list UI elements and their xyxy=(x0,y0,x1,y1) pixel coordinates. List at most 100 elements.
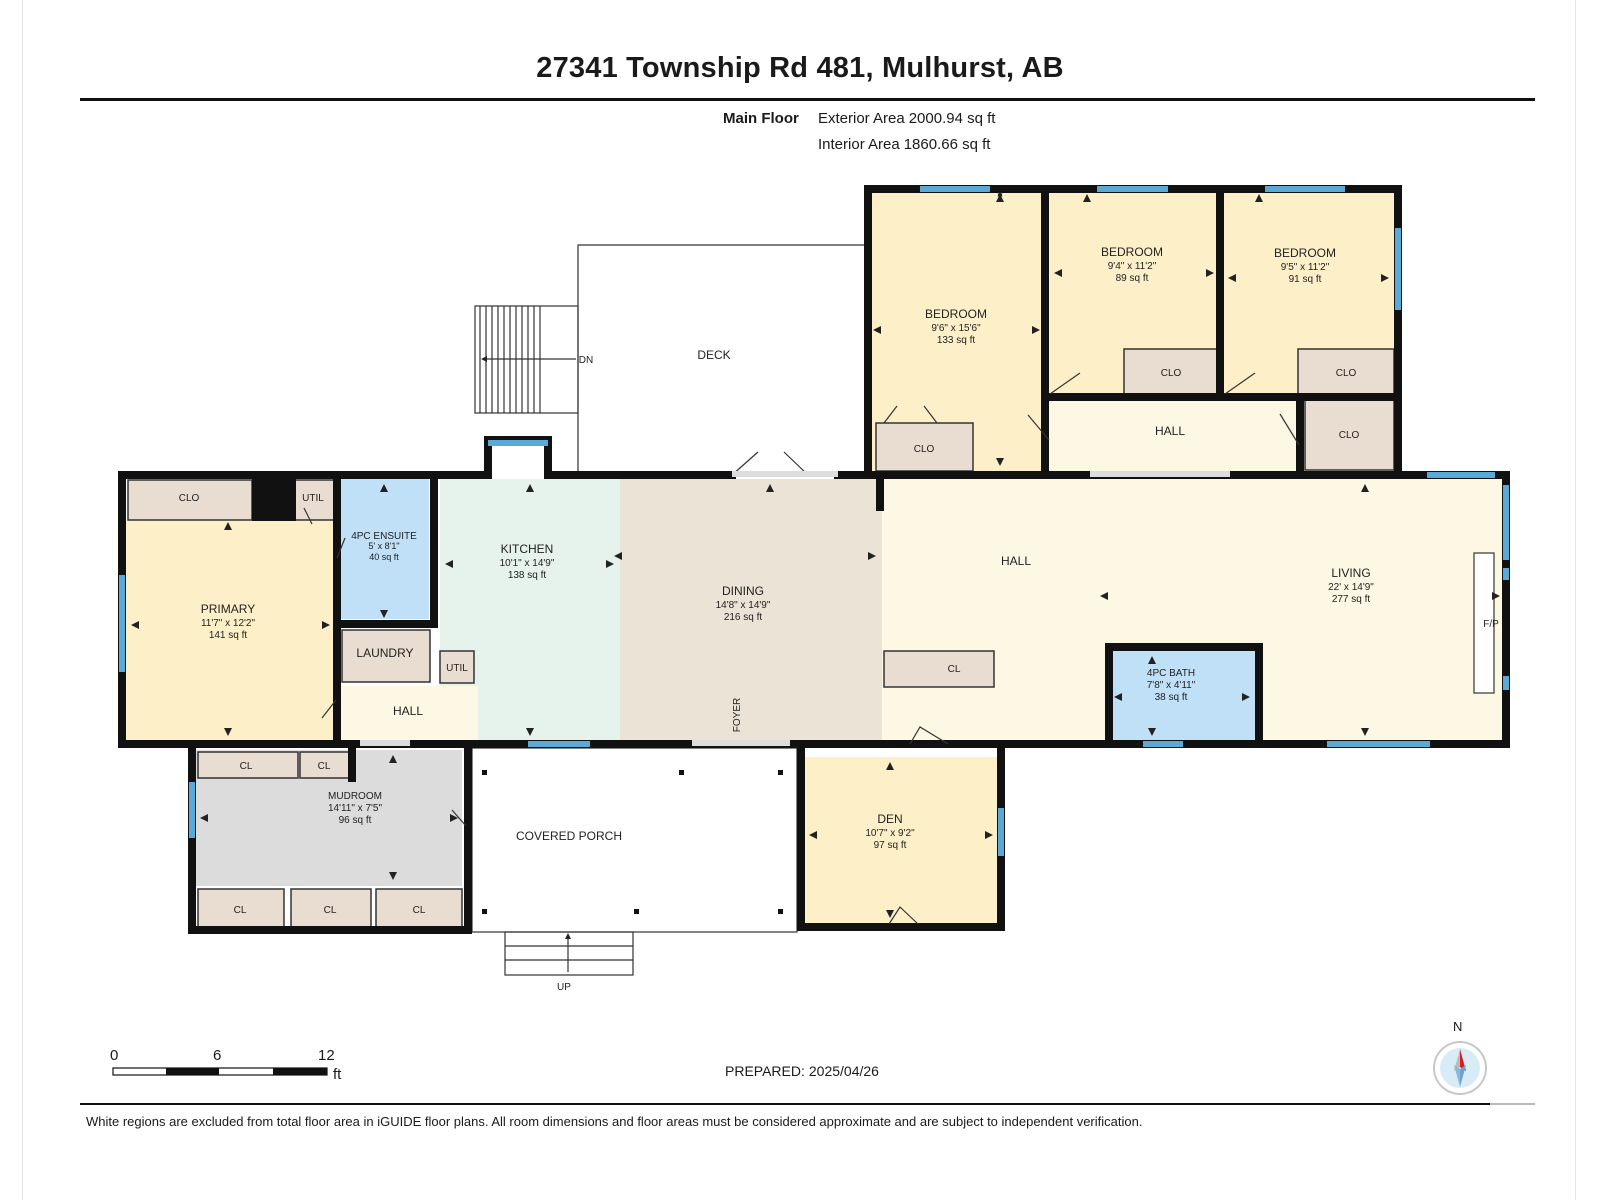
primary-fill xyxy=(126,520,334,740)
floor-name: Main Floor xyxy=(723,110,799,127)
compass-rose-icon xyxy=(1433,1041,1487,1095)
up-label: UP xyxy=(557,982,571,993)
scale-tick-0: 0 xyxy=(110,1047,119,1064)
compass: N xyxy=(1431,1019,1489,1099)
bath-dims: 7'8" x 4'11" xyxy=(1147,680,1196,691)
util-2-label: UTIL xyxy=(446,663,468,674)
mudroom-area: 96 sq ft xyxy=(339,815,372,826)
kitchen-area: 138 sq ft xyxy=(508,570,547,581)
prepared-value: 2025/04/26 xyxy=(808,1063,879,1079)
kitchen-name: KITCHEN xyxy=(501,542,554,556)
closet-bedroom-1 xyxy=(875,422,974,472)
deck-stairs xyxy=(474,305,579,414)
bedroom-3-name: BEDROOM xyxy=(1274,246,1336,260)
dining-fill xyxy=(620,479,882,740)
primary-dims: 11'7" x 12'2" xyxy=(201,618,256,629)
laundry-label: LAUNDRY xyxy=(356,646,413,660)
den-area: 97 sq ft xyxy=(874,840,907,851)
deck-label: DECK xyxy=(697,348,730,362)
ensuite-area: 40 sq ft xyxy=(369,552,399,562)
deck-outline xyxy=(577,244,866,479)
den-name: DEN xyxy=(877,812,902,826)
den-dims: 10'7" x 9'2" xyxy=(865,828,915,839)
porch-stairs xyxy=(504,931,634,976)
cl-living-label: CL xyxy=(948,664,961,675)
bedroom-2-area: 89 sq ft xyxy=(1116,273,1149,284)
hall-main-label: HALL xyxy=(1001,554,1031,568)
porch-posts xyxy=(482,770,783,914)
mudroom-name: MUDROOM xyxy=(328,791,382,802)
ensuite-name: 4PC ENSUITE xyxy=(351,531,417,542)
prepared-label: PREPARED: xyxy=(725,1063,805,1079)
living-name: LIVING xyxy=(1331,566,1370,580)
room-labels: BEDROOM 9'6" x 15'6" 133 sq ft BEDROOM 9… xyxy=(179,245,1499,993)
ensuite-fill xyxy=(340,479,429,619)
dining-name: DINING xyxy=(722,584,764,598)
compass-north-label: N xyxy=(1453,1019,1463,1034)
laundry xyxy=(341,629,431,683)
den-fill xyxy=(805,757,997,923)
bedroom-1-dims: 9'6" x 15'6" xyxy=(931,323,981,334)
bath-name: 4PC BATH xyxy=(1147,668,1195,679)
hall-bedroom-label: HALL xyxy=(1155,424,1185,438)
util-1-label: UTIL xyxy=(302,493,324,504)
interior-area-label: Interior Area xyxy=(818,136,900,153)
bath-fill xyxy=(1113,651,1255,740)
closet-mudroom-1 xyxy=(197,751,299,779)
footer-divider-end xyxy=(1490,1103,1535,1105)
clo-bedroom-3-label: CLO xyxy=(1336,368,1357,379)
clo-bedroom-2-label: CLO xyxy=(1161,368,1182,379)
cl-mudroom-1-label: CL xyxy=(240,761,253,772)
cl-mudroom-3-label: CL xyxy=(234,905,247,916)
foyer-label: FOYER xyxy=(732,698,743,732)
bath-area: 38 sq ft xyxy=(1155,692,1188,703)
closet-living xyxy=(883,650,995,688)
primary-area: 141 sq ft xyxy=(209,630,248,641)
bedroom-3-dims: 9'5" x 11'2" xyxy=(1281,262,1330,273)
bedroom-3-area: 91 sq ft xyxy=(1289,274,1322,285)
interior-area-value: 1860.66 sq ft xyxy=(903,136,991,153)
scale-tick-6: 6 xyxy=(213,1047,222,1064)
windows xyxy=(119,186,1509,856)
footer-divider xyxy=(80,1103,1525,1105)
wall-ticks xyxy=(131,194,1500,918)
disclaimer: White regions are excluded from total fl… xyxy=(86,1114,1143,1129)
exterior-area-value: 2000.94 sq ft xyxy=(908,110,996,127)
covered-porch-label: COVERED PORCH xyxy=(516,829,622,843)
clo-primary-label: CLO xyxy=(179,493,200,504)
mudroom-dims: 14'11" x 7'5" xyxy=(328,803,383,814)
prepared-date: PREPARED:2025/04/26 xyxy=(725,1063,879,1079)
ensuite-dims: 5' x 8'1" xyxy=(368,541,399,551)
clo-hall-label: CLO xyxy=(1339,430,1360,441)
cl-mudroom-5-label: CL xyxy=(413,905,426,916)
bedroom-2-dims: 9'4" x 11'2" xyxy=(1108,261,1157,272)
living-dims: 22' x 14'9" xyxy=(1328,582,1374,593)
closet-mudroom-4 xyxy=(290,888,372,930)
page-title: 27341 Township Rd 481, Mulhurst, AB xyxy=(536,52,1064,84)
fireplace xyxy=(1473,552,1495,694)
doors xyxy=(303,372,1300,925)
scale-unit: ft xyxy=(333,1066,342,1083)
kitchen-dims: 10'1" x 14'9" xyxy=(500,558,555,569)
dining-dims: 14'8" x 14'9" xyxy=(716,600,771,611)
util-1 xyxy=(293,479,335,521)
hall-small-label: HALL xyxy=(393,704,423,718)
dining-area: 216 sq ft xyxy=(724,612,763,623)
page-frame xyxy=(22,0,1576,1200)
scale-tick-12: 12 xyxy=(318,1047,335,1064)
small-hall-fill xyxy=(340,686,478,740)
cl-mudroom-2-label: CL xyxy=(318,761,331,772)
title-divider xyxy=(80,98,1535,101)
clo-bedroom-1-label: CLO xyxy=(914,444,935,455)
cl-mudroom-4-label: CL xyxy=(324,905,337,916)
scale-bar xyxy=(112,1067,328,1076)
bedroom-2-name: BEDROOM xyxy=(1101,245,1163,259)
exterior-area-label: Exterior Area xyxy=(818,110,905,127)
primary-name: PRIMARY xyxy=(201,602,255,616)
bedroom-1-area: 133 sq ft xyxy=(937,335,976,346)
util-2 xyxy=(439,650,475,684)
fireplace-label: F/P xyxy=(1483,619,1499,630)
